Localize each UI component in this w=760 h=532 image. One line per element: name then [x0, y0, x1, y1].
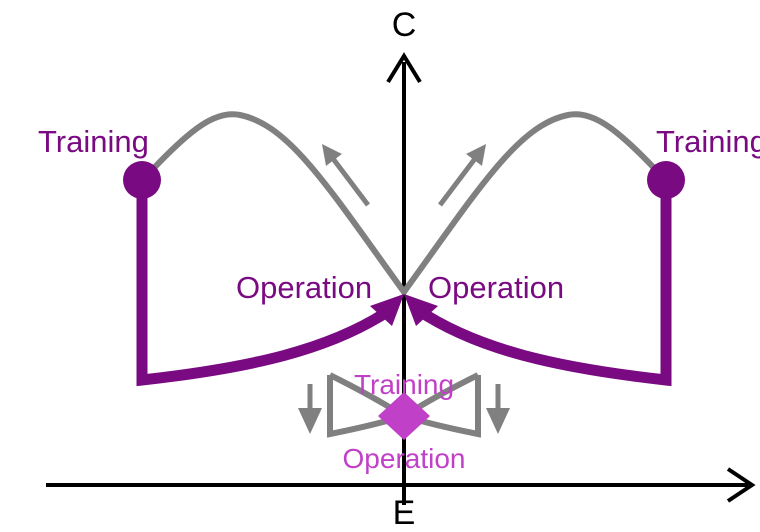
- training-right-label: Training: [656, 124, 760, 159]
- right-gray-curve: [401, 111, 659, 295]
- right-down-arrow-head: [486, 408, 510, 434]
- left-purple-arrowhead: [370, 294, 404, 326]
- left-purple-path: [136, 182, 394, 387]
- gray-arrows: [321, 144, 487, 207]
- down-arrows: [298, 384, 510, 434]
- training-left-label: Training: [38, 124, 149, 159]
- x-axis-label: E: [393, 494, 416, 532]
- y-axis-arrowhead: [386, 52, 422, 84]
- left-down-arrow-head: [298, 408, 322, 434]
- right-up-arrow: [438, 144, 487, 207]
- y-axis-label: C: [392, 6, 417, 44]
- left-training-dot: [123, 161, 161, 199]
- operation-right-label: Operation: [428, 270, 564, 305]
- right-training-dot: [647, 161, 685, 199]
- right-purple-path: [414, 182, 672, 387]
- right-purple-arrowhead: [404, 294, 438, 326]
- operation-center-label: Operation: [343, 443, 466, 474]
- purple-paths: [136, 182, 672, 387]
- training-center-label: Training: [354, 369, 454, 400]
- center-diamond: [378, 392, 430, 440]
- x-axis-arrowhead: [726, 467, 756, 503]
- gray-curves: [149, 111, 659, 295]
- left-up-arrow: [321, 144, 370, 207]
- operation-left-label: Operation: [236, 270, 372, 305]
- left-gray-curve: [149, 111, 407, 295]
